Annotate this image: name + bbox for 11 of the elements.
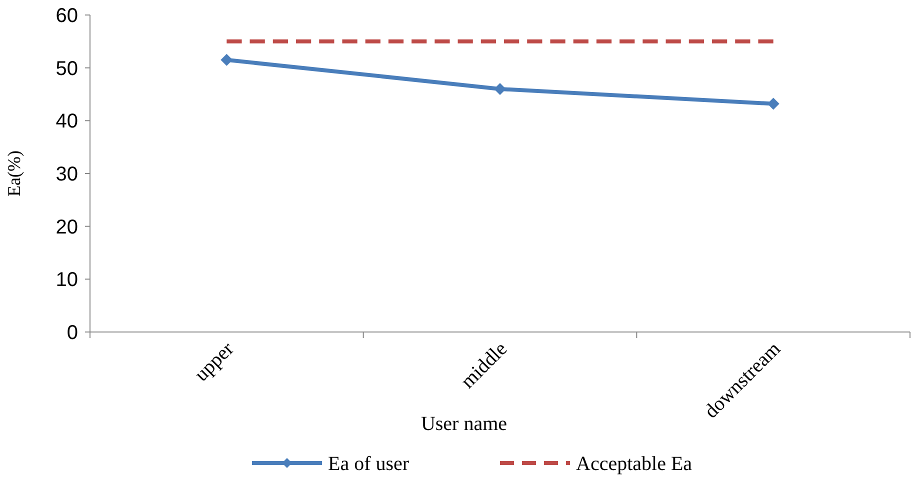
- tick-label: 40: [56, 110, 78, 133]
- axis-title: Ea(%): [4, 150, 24, 196]
- tick-label: 30: [56, 164, 78, 186]
- tick-label: 60: [56, 5, 78, 27]
- tick-label: 0: [66, 322, 78, 344]
- legend-label: Ea of user: [328, 453, 410, 475]
- legend-label: Acceptable Ea: [576, 453, 692, 475]
- axis-title: User name: [420, 413, 508, 435]
- tick-label: 50: [56, 58, 78, 80]
- tick-label: 20: [56, 216, 78, 238]
- tick-label: 10: [56, 269, 78, 292]
